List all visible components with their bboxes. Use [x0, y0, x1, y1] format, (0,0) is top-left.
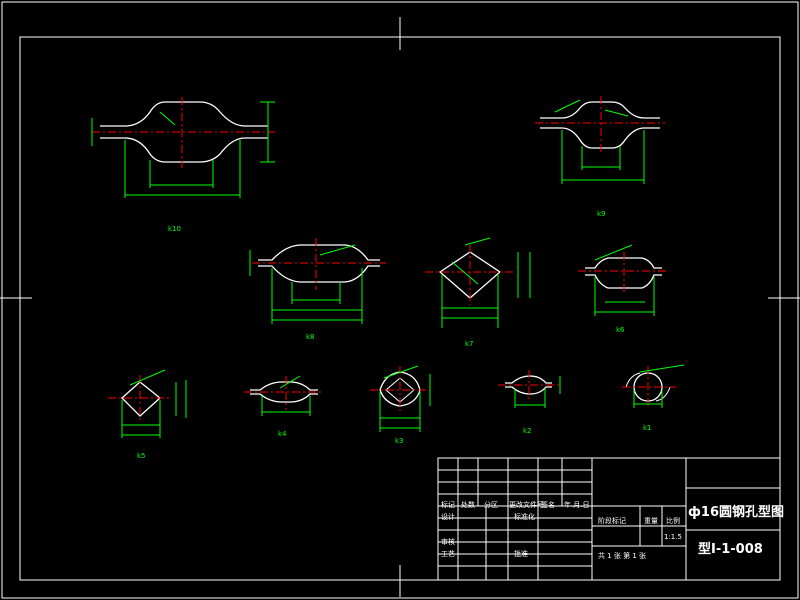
pass-label-k3: k3 — [395, 437, 404, 445]
tb-mark: 标记 — [441, 501, 455, 509]
pass-label-k8: k8 — [306, 333, 315, 341]
drawing-title: ф16圆钢孔型图 — [688, 505, 784, 520]
pass-label-k6: k6 — [616, 326, 625, 334]
drawing-number: 型I-1-008 — [698, 542, 763, 557]
tb-count: 处数 — [461, 501, 475, 509]
tb-approve: 批准 — [514, 550, 528, 558]
pass-k5 — [108, 369, 187, 438]
pass-label-k1: k1 — [643, 424, 652, 432]
tb-date: 年.月.日 — [564, 501, 590, 509]
pass-k6 — [578, 244, 668, 316]
title-block-grid — [437, 457, 781, 581]
tb-stage: 阶段标记 — [598, 517, 626, 525]
tb-review: 审核 — [441, 538, 455, 546]
tb-scale: 1:1.5 — [664, 533, 682, 541]
pass-k10 — [91, 97, 275, 198]
tb-design: 设计 — [441, 513, 455, 521]
pass-k9 — [535, 96, 665, 184]
tb-scale-label: 比例 — [666, 517, 680, 525]
pass-k3 — [370, 365, 431, 432]
tb-process: 工艺 — [441, 550, 455, 558]
tb-zone: 分区 — [484, 501, 498, 509]
pass-k7 — [425, 237, 531, 328]
tb-sign: 签名 — [541, 501, 555, 509]
pass-label-k10: k10 — [168, 225, 181, 233]
pass-label-k7: k7 — [465, 340, 474, 348]
pass-k2 — [498, 370, 561, 408]
inner-border — [19, 36, 781, 581]
pass-k4 — [244, 375, 324, 416]
tb-std: 标准化 — [514, 513, 535, 521]
pass-label-k2: k2 — [523, 427, 532, 435]
pass-label-k4: k4 — [278, 430, 287, 438]
tb-sheet: 共 1 张 第 1 张 — [598, 552, 647, 560]
tb-weight: 重量 — [644, 517, 658, 525]
pass-label-k5: k5 — [137, 452, 146, 460]
pass-k1 — [622, 364, 685, 408]
tb-change: 更改文件号 — [509, 501, 544, 509]
pass-label-k9: k9 — [597, 210, 606, 218]
pass-k8 — [249, 238, 386, 324]
